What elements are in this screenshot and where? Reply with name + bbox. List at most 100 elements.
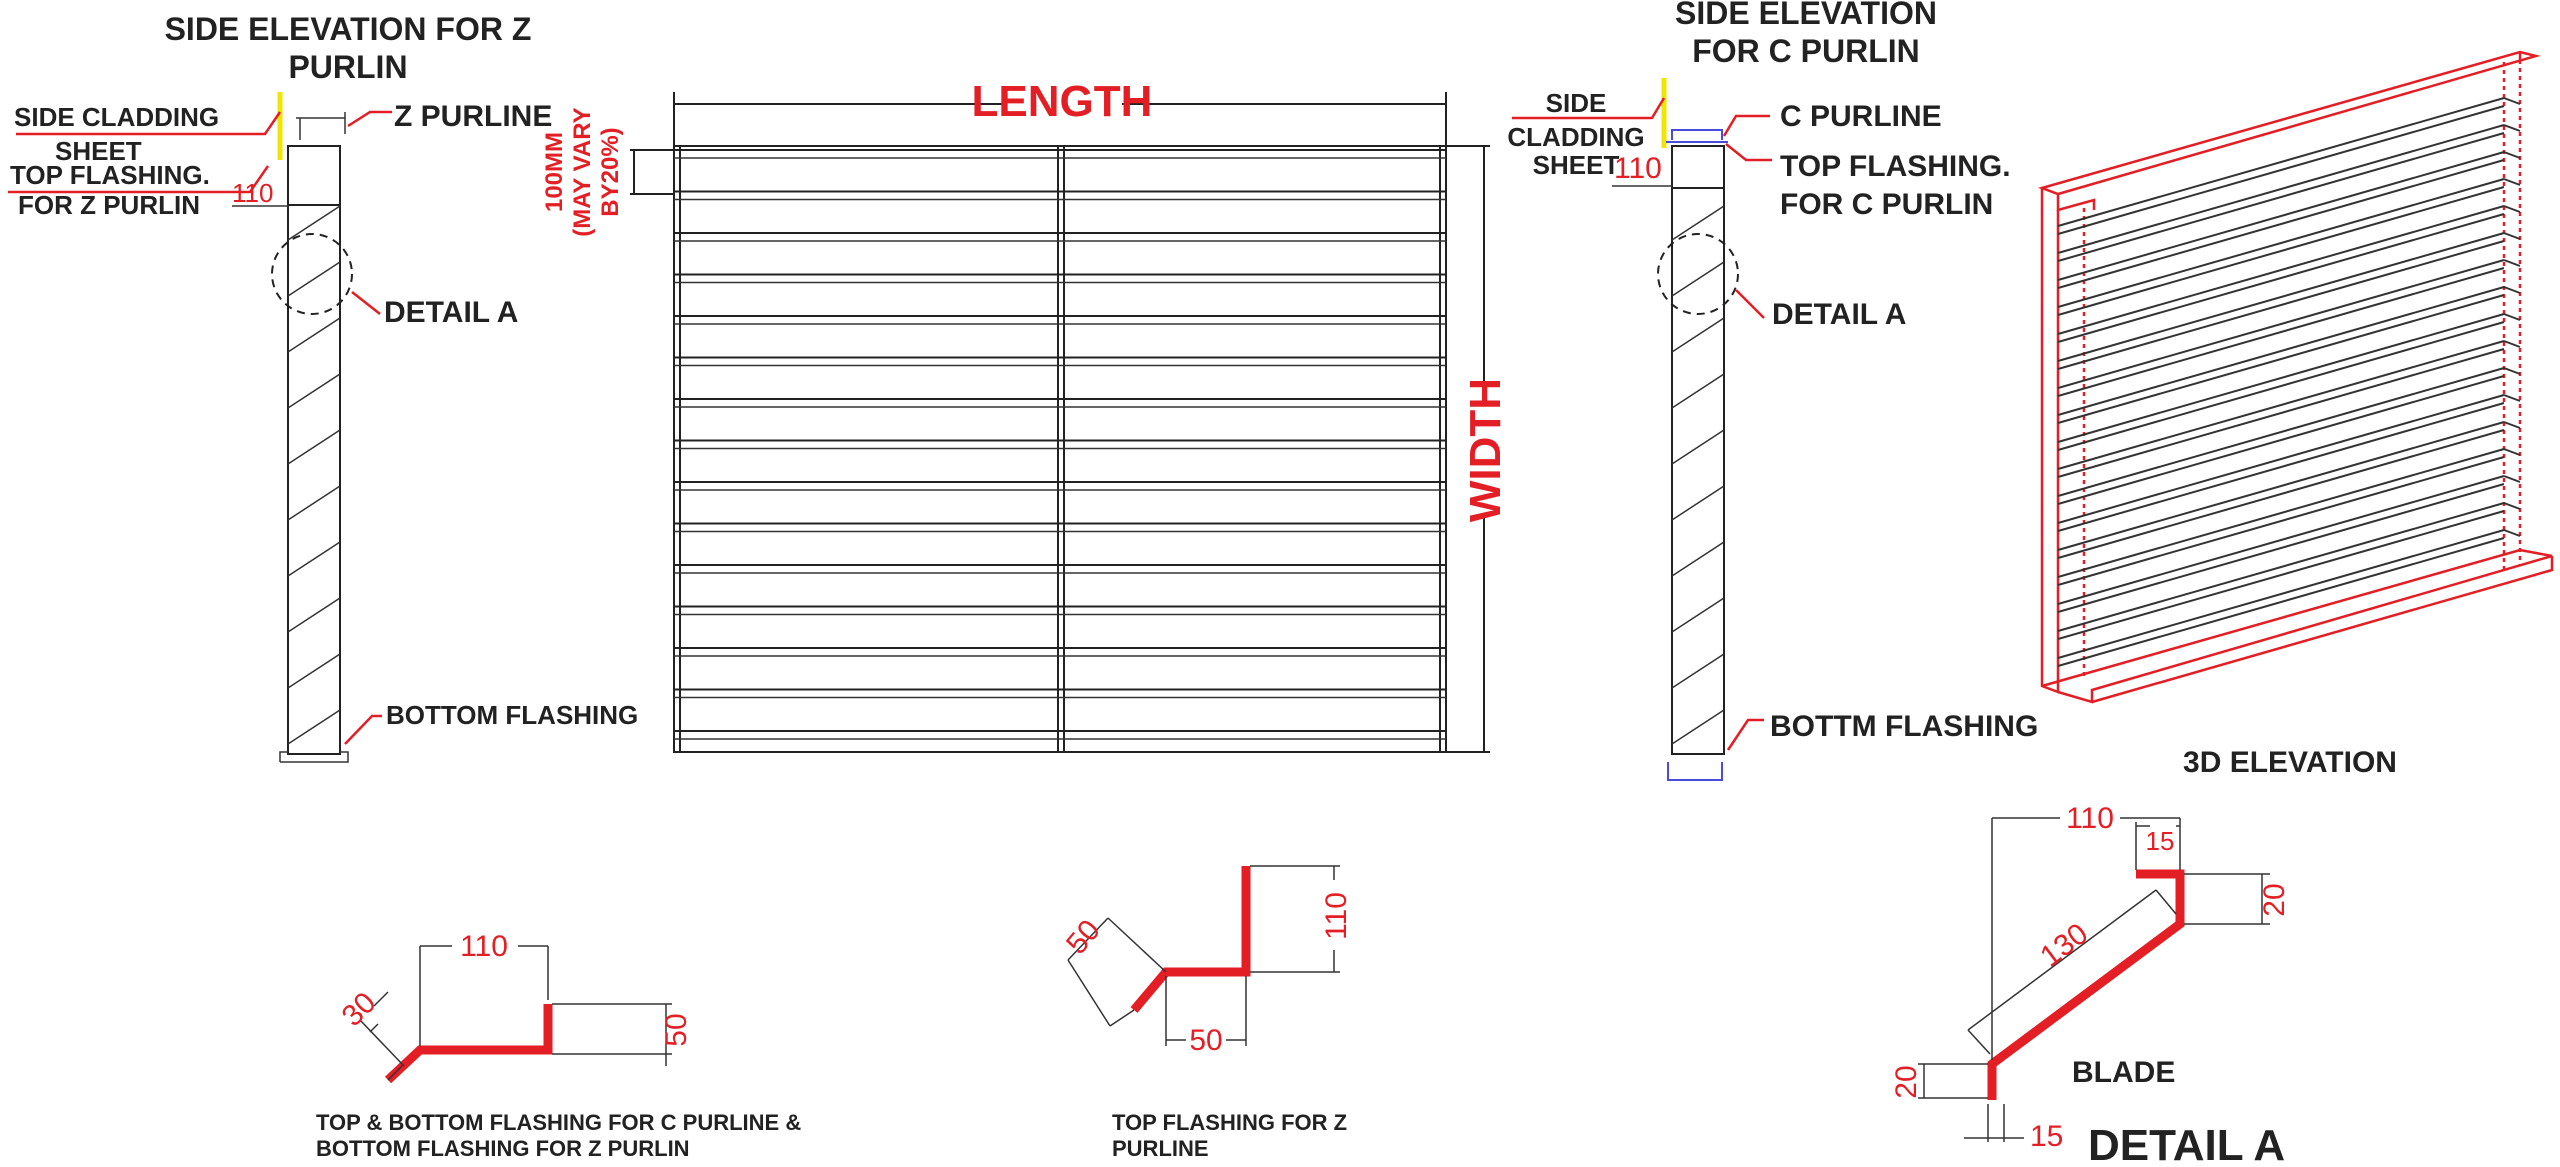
3d-blade — [2057, 475, 2521, 613]
z-dimension-110: 110 — [232, 178, 273, 208]
z-elevation-title-line1: SIDE ELEVATION FOR Z — [165, 11, 532, 47]
c-side-cladding-leader — [1512, 97, 1666, 120]
z-column-outline — [287, 145, 341, 755]
3d-elevation-label: 3D ELEVATION — [2183, 746, 2397, 779]
c-side-label: SIDE — [1546, 88, 1607, 118]
flashing-cz-dim-50: 50 — [660, 1013, 693, 1046]
flashing-z-caption-line2: PURLINE — [1112, 1136, 1209, 1161]
3d-bottom-frame — [2041, 548, 2553, 704]
flashing-cz-dim-110: 110 — [460, 930, 508, 963]
3d-blade — [2057, 259, 2521, 397]
flashing-cz-caption-line2: BOTTOM FLASHING FOR Z PURLIN — [316, 1136, 690, 1161]
detail-20-right-dim-lines — [2184, 873, 2270, 925]
spacing-label-line3: BY20%) — [597, 127, 624, 216]
flashing-z-50-dim-lines — [1165, 976, 1247, 1046]
z-side-cladding-leader — [16, 111, 282, 136]
z-purline-shape — [296, 112, 346, 140]
z-top-flashing-label-line2: FOR Z PURLIN — [18, 190, 200, 220]
c-detail-a-label: DETAIL A — [1772, 298, 1906, 331]
flashing-cz-30-dim-lines — [359, 991, 405, 1081]
z-detail-a-circle — [271, 233, 353, 315]
detail-a-blade: 110 15 20 130 20 15 BLADE DETAIL A — [1890, 802, 2291, 1167]
detail-a-title: DETAIL A — [2088, 1121, 2285, 1167]
3d-blade — [2057, 502, 2521, 640]
z-elevation-title-line2: PURLIN — [288, 49, 407, 85]
3d-blades — [2057, 97, 2521, 667]
detail-110-dim-lines — [1991, 817, 2181, 1060]
z-top-flashing-leader — [8, 165, 270, 194]
z-bottom-flashing-leader — [344, 714, 382, 745]
detail-dim-15-bottom: 15 — [2030, 1120, 2063, 1153]
3d-blade — [2057, 529, 2521, 667]
flashing-z-dim-50: 50 — [1189, 1024, 1222, 1057]
c-detail-a-circle — [1657, 233, 1739, 315]
z-top-flashing-label-line1: TOP FLASHING. — [10, 160, 210, 190]
spacing-label-line2: (MAY VARY — [569, 107, 596, 236]
z-sheet-label: SHEET — [55, 136, 142, 166]
3d-blade — [2057, 97, 2521, 235]
c-bottom-flashing-shape — [1667, 762, 1723, 781]
3d-blade — [2057, 151, 2521, 289]
z-purline-leader — [347, 110, 392, 128]
3d-blade — [2057, 394, 2521, 532]
c-sheet-label: SHEET — [1533, 150, 1620, 180]
z-column-blades — [287, 205, 341, 745]
3d-top-frame — [2038, 50, 2541, 196]
c-purline-shape — [1666, 129, 1728, 143]
flashing-z-top-profile — [1130, 866, 1251, 1013]
flashing-cz-110-dim-lines — [419, 945, 549, 1046]
louver-slats — [674, 149, 1446, 740]
flashing-cz-detail: 30 110 50 TOP & BOTTOM FLASHING FOR C PU… — [316, 930, 801, 1161]
c-bottom-flashing-label: BOTTM FLASHING — [1770, 710, 2038, 743]
detail-dim-130: 130 — [2034, 917, 2094, 973]
3d-blade — [2057, 421, 2521, 559]
detail-15-top-dim-lines — [2135, 822, 2180, 870]
z-purlin-side-elevation: SIDE ELEVATION FOR Z PURLIN SIDE CLADDIN… — [8, 11, 638, 763]
width-label: WIDTH — [1461, 378, 1510, 522]
3d-top-frame-edge — [2040, 188, 2096, 212]
flashing-cz-50-dim-lines — [552, 1003, 672, 1066]
c-cladding-label: CLADDING — [1507, 122, 1644, 152]
flashing-z-50-diag-dim-lines — [1067, 917, 1167, 1027]
z-purline-label: Z PURLINE — [394, 100, 552, 133]
c-column-blades — [1671, 205, 1725, 745]
3d-left-post — [2040, 204, 2060, 694]
c-dimension-110: 110 — [1614, 152, 1662, 185]
3d-blade — [2057, 205, 2521, 343]
c-elevation-title-line1: SIDE ELEVATION — [1675, 0, 1937, 31]
c-purlin-side-elevation: SIDE ELEVATION FOR C PURLIN SIDE CLADDIN… — [1507, 0, 2038, 781]
flashing-z-dim-110: 110 — [1320, 892, 1353, 940]
c-column-outline — [1671, 145, 1725, 755]
detail-15-bottom-dim-lines — [1964, 1104, 2024, 1142]
flashing-z-caption-line1: TOP FLASHING FOR Z — [1112, 1110, 1347, 1135]
c-top-flashing-leader — [1725, 143, 1772, 162]
3d-blade — [2057, 178, 2521, 316]
3d-blade — [2057, 232, 2521, 370]
flashing-cz-profile — [384, 1004, 553, 1084]
z-detail-a-label: DETAIL A — [384, 296, 518, 329]
blade-profile — [1987, 869, 2185, 1100]
detail-130-dim-lines — [1967, 889, 2177, 1055]
c-purline-label: C PURLINE — [1780, 100, 1942, 133]
detail-dim-15-top: 15 — [2146, 826, 2175, 856]
3d-blade — [2057, 286, 2521, 424]
front-elevation: LENGTH WIDTH 100MM (MAY VARY BY20%) — [541, 77, 1510, 753]
flashing-z-dim-50-diag: 50 — [1060, 914, 1107, 961]
c-top-flashing-label-line2: FOR C PURLIN — [1780, 188, 1993, 221]
3d-blade — [2057, 124, 2521, 262]
3d-blade — [2057, 367, 2521, 505]
3d-blade — [2057, 448, 2521, 586]
z-side-cladding-label: SIDE CLADDING — [14, 102, 219, 132]
c-detail-a-leader — [1735, 289, 1765, 319]
c-bottom-flashing-leader — [1726, 718, 1764, 751]
z-bottom-flashing-shape — [279, 751, 349, 763]
c-top-flashing-label-line1: TOP FLASHING. — [1780, 150, 2011, 183]
detail-dim-110: 110 — [2066, 802, 2114, 835]
z-bottom-flashing-label: BOTTOM FLASHING — [386, 700, 638, 730]
detail-20-left-dim-lines — [1918, 1063, 1988, 1099]
3d-bottom-frame-edge — [2091, 556, 2554, 704]
flashing-z-110-dim-lines — [1250, 865, 1340, 973]
elevation-3d: 3D ELEVATION — [2038, 50, 2554, 779]
detail-dim-20-right: 20 — [2258, 883, 2291, 916]
